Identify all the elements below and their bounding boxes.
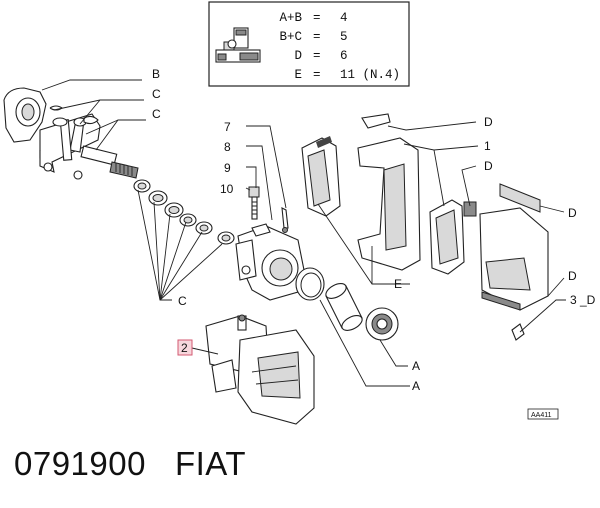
callout-d-right-upper: D — [484, 159, 493, 173]
callout-labels: B C C C 7 8 9 10 D 1 D D D 3 _D E A A 2 — [152, 67, 596, 393]
legend-row-1-key: A+B — [279, 11, 302, 25]
callout-10: 10 — [220, 182, 234, 196]
bleed-screw-parts — [248, 186, 289, 233]
legend-row-4-val: 11 (N.4) — [340, 68, 400, 82]
drawing-reference-tag: AA411 — [527, 408, 559, 420]
legend-row-3-eq: = — [313, 49, 321, 63]
dust-boot-part — [365, 307, 399, 341]
callout-b: B — [152, 67, 160, 81]
legend-row-3-key: D — [294, 49, 302, 63]
caliper-body-part — [235, 223, 305, 301]
callout-d-far-right: D — [568, 206, 577, 220]
callout-d-top: D — [484, 115, 493, 129]
callout-c-top: C — [152, 87, 161, 101]
legend-row-2-key: B+C — [279, 30, 302, 44]
callout-7: 7 — [224, 120, 231, 134]
drawing-reference-text: AA411 — [531, 412, 552, 419]
legend-row-1-val: 4 — [340, 11, 348, 25]
brake-pad-right — [429, 199, 477, 275]
carrier-bracket-part — [357, 113, 421, 271]
callout-a-near: A — [412, 359, 420, 373]
callout-c-bottom: C — [178, 294, 187, 308]
piston-part — [325, 283, 363, 331]
wear-indicator-parts — [479, 183, 549, 341]
seal-ring-set — [133, 179, 235, 245]
brake-pad-left — [301, 136, 341, 217]
callout-8: 8 — [224, 140, 231, 154]
legend-kit-icon — [215, 27, 261, 63]
legend-row-2-val: 5 — [340, 30, 348, 44]
legend-row-3-val: 6 — [340, 49, 348, 63]
legend-row-4-key: E — [294, 68, 302, 82]
callout-2-highlight: 2 — [177, 339, 193, 356]
callout-c-mid: C — [152, 107, 161, 121]
piston-seal-ring — [295, 267, 325, 301]
callout-9: 9 — [224, 161, 231, 175]
kit-legend-box: A+B = 4 B+C = 5 D = 6 E = 11 (N.4) — [208, 1, 410, 87]
callout-e: E — [394, 277, 402, 291]
legend-row-1-eq: = — [313, 11, 321, 25]
legend-row-4-eq: = — [313, 68, 321, 82]
callout-2: 2 — [181, 341, 188, 355]
leader-lines — [41, 79, 566, 387]
legend-row-2-eq: = — [313, 30, 321, 44]
callout-a-far: A — [412, 379, 420, 393]
part-number-caption: 0791900 FIAT — [14, 445, 247, 482]
caliper-bracket-part — [3, 87, 101, 180]
callout-1: 1 — [484, 139, 491, 153]
guide-pin-parts — [49, 105, 139, 179]
callout-3-d: 3 _D — [570, 293, 596, 307]
legend-rows: A+B = 4 B+C = 5 D = 6 E = 11 (N.4) — [279, 11, 400, 82]
callout-d-mid-right: D — [568, 269, 577, 283]
caliper-assembly-part — [205, 314, 315, 425]
